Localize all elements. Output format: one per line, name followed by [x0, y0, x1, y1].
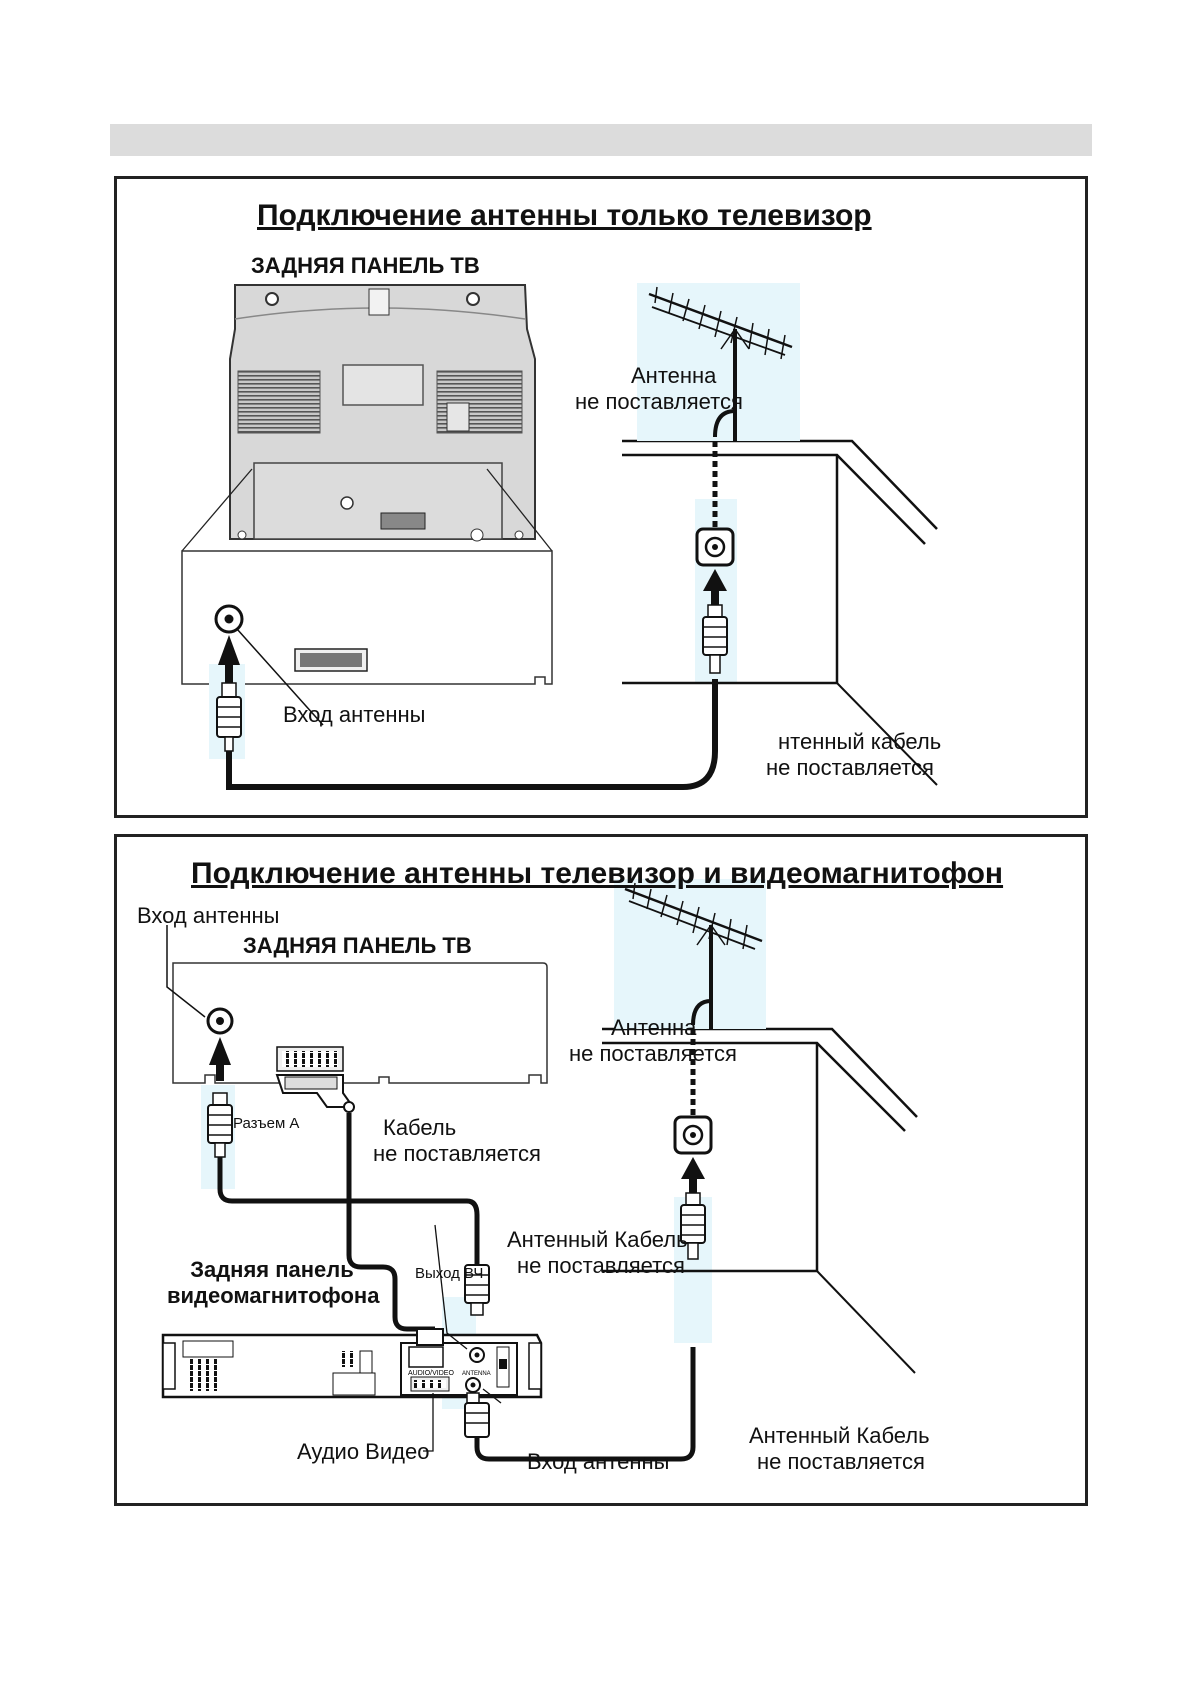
wall-socket-icon — [673, 1115, 713, 1155]
cable-label-line1: нтенный кабель — [778, 729, 942, 754]
antenna-cable-vcr — [474, 1347, 696, 1462]
scart-cable — [346, 1113, 435, 1332]
wall-socket-icon — [695, 527, 735, 567]
arrow-up-icon — [218, 635, 240, 665]
cable-label-line2: не поставляется — [766, 755, 934, 780]
rf-cable-label-line1: Антенный Кабель — [507, 1227, 688, 1252]
audio-video-label: Аудио Видео — [297, 1439, 430, 1464]
antenna-plug-tv — [216, 682, 242, 752]
vcr-label-line2: видеомагнитофона — [167, 1283, 380, 1308]
tv-rear-body — [229, 284, 536, 542]
arrow-up-icon — [209, 1037, 231, 1065]
tv-back-panel-label: ЗАДНЯЯ ПАНЕЛЬ ТВ — [251, 253, 480, 278]
rf-out-label: Выход ВЧ — [415, 1265, 484, 1282]
arrow-up-icon — [703, 569, 727, 591]
connector-a-label: Разъем A — [233, 1115, 300, 1132]
panel1-title: Подключение антенны только телевизор — [257, 199, 872, 232]
antenna-icon — [624, 882, 763, 1029]
diagram-tv-vcr: AUDIO/VIDEO ANTENNA — [161, 879, 918, 1462]
diagram-tv-only — [181, 283, 938, 790]
antenna-plug-wall — [680, 1192, 706, 1260]
panel-tv-and-vcr: AUDIO/VIDEO ANTENNA — [114, 834, 1088, 1506]
tv-panel-outline — [172, 962, 548, 1084]
antenna-plug-tv — [207, 1092, 233, 1158]
ant-cable-label-line1: Антенный Кабель — [749, 1423, 930, 1448]
tv-back-panel-label: ЗАДНЯЯ ПАНЕЛЬ ТВ — [243, 933, 472, 958]
header-bar — [110, 124, 1092, 156]
vcr-ant-marking: ANTENNA — [462, 1371, 491, 1377]
tv-scart-socket — [276, 1046, 344, 1072]
antenna-label-line1: Антенна — [611, 1015, 697, 1040]
tv-antenna-input-label: Вход антенны — [137, 903, 280, 928]
antenna-label-line2: не поставляется — [569, 1041, 737, 1066]
antenna-input-label: Вход антенны — [283, 702, 426, 727]
house-wall — [602, 1027, 918, 1374]
rf-plug-vcr-out — [464, 1264, 490, 1316]
rf-cable-label-line2: не поставляется — [517, 1253, 685, 1278]
antenna-icon — [648, 286, 793, 441]
scart-cable-label-line1: Кабель — [383, 1115, 457, 1140]
antenna-plug-vcr-in — [464, 1392, 490, 1438]
panel2-title: Подключение антенны телевизор и видеомаг… — [191, 857, 1004, 890]
arrow-up-icon — [681, 1157, 705, 1179]
antenna-label-line2: не поставляется — [575, 389, 743, 414]
antenna-label-line1: Антенна — [631, 363, 717, 388]
scart-cable-label-line2: не поставляется — [373, 1141, 541, 1166]
scart-plug-a — [275, 1074, 355, 1113]
antenna-plug-wall — [702, 604, 728, 674]
panel-tv-only: Подключение антенны только телевизор ЗАД… — [114, 176, 1088, 818]
ant-cable-label-line2: не поставляется — [757, 1449, 925, 1474]
vcr-av-marking: AUDIO/VIDEO — [408, 1370, 454, 1377]
tv-panel-closeup — [181, 550, 553, 685]
vcr-label-line1: Задняя панель — [190, 1257, 354, 1282]
vcr-antenna-input-label: Вход антенны — [527, 1449, 670, 1474]
antenna-cable — [226, 679, 718, 790]
vcr-rear-body — [161, 1333, 543, 1399]
